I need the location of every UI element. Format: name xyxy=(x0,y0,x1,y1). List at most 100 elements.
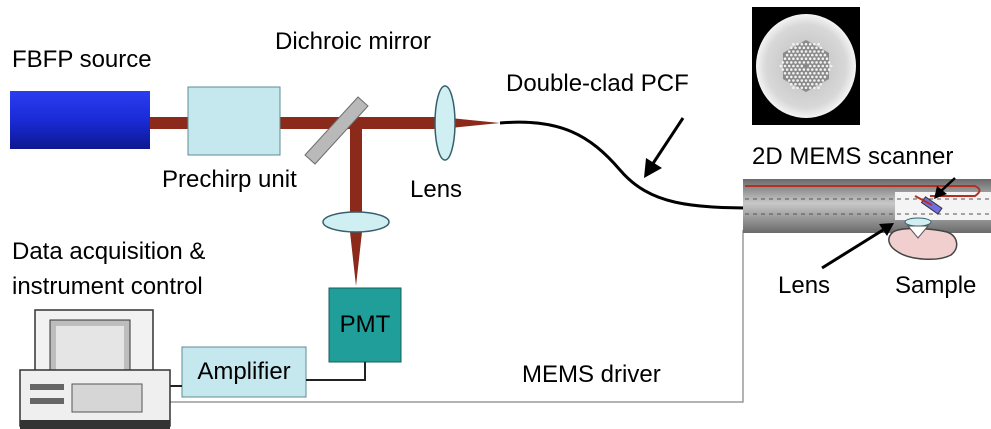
fbfp-source xyxy=(10,91,150,149)
air-hole xyxy=(796,72,799,75)
air-hole xyxy=(817,57,820,60)
air-hole xyxy=(802,68,806,71)
label-probe-lens: Lens xyxy=(778,272,831,299)
air-hole xyxy=(802,75,806,79)
air-hole xyxy=(796,57,799,60)
mems-driver-wire xyxy=(150,230,744,403)
air-hole xyxy=(819,61,822,64)
air-hole xyxy=(815,82,818,86)
air-hole xyxy=(811,68,814,71)
air-hole xyxy=(815,53,818,57)
air-hole xyxy=(817,64,820,68)
air-hole xyxy=(825,72,829,75)
air-hole xyxy=(792,42,795,46)
air-hole xyxy=(819,46,822,50)
pmt-amp-wire xyxy=(306,362,366,381)
fiber-pointer-head xyxy=(644,158,662,178)
air-hole xyxy=(813,86,816,90)
air-hole xyxy=(821,64,825,68)
air-hole xyxy=(813,57,816,60)
air-hole xyxy=(792,86,795,90)
air-hole xyxy=(804,57,808,60)
air-hole xyxy=(806,46,810,50)
air-hole xyxy=(800,86,804,90)
label-mems-driver: MEMS driver xyxy=(522,361,661,388)
air-hole xyxy=(790,61,793,64)
air-hole xyxy=(785,61,789,64)
air-hole xyxy=(817,50,820,53)
air-hole xyxy=(815,68,818,71)
air-hole xyxy=(787,64,791,68)
fiber-air-holes xyxy=(779,42,833,90)
air-hole xyxy=(819,82,822,86)
air-hole xyxy=(815,46,818,50)
air-hole xyxy=(796,50,799,53)
sample-tissue xyxy=(888,227,958,260)
air-hole xyxy=(787,50,791,53)
air-hole xyxy=(794,61,797,64)
air-hole xyxy=(798,75,801,79)
air-hole xyxy=(821,79,825,82)
air-hole xyxy=(798,61,801,64)
air-hole xyxy=(819,53,822,57)
air-hole xyxy=(794,82,797,86)
air-hole xyxy=(806,61,810,64)
air-hole xyxy=(792,50,795,53)
air-hole xyxy=(781,68,785,71)
fiber-core-hex xyxy=(783,40,829,92)
air-hole xyxy=(802,61,806,64)
air-hole xyxy=(821,50,825,53)
air-hole xyxy=(800,57,804,60)
air-hole xyxy=(798,53,801,57)
air-hole xyxy=(796,86,799,90)
lens-pointer-line xyxy=(821,228,884,270)
air-hole xyxy=(804,72,808,75)
air-hole xyxy=(787,72,791,75)
air-hole xyxy=(823,68,827,71)
probe-beam-loop xyxy=(745,185,981,197)
mems-mirror-beam xyxy=(914,195,933,206)
air-hole xyxy=(806,68,810,71)
air-hole xyxy=(804,42,808,46)
air-hole xyxy=(794,68,797,71)
air-hole xyxy=(790,53,793,57)
air-hole xyxy=(821,57,825,60)
air-hole xyxy=(808,72,812,75)
air-hole xyxy=(808,79,812,82)
air-hole xyxy=(783,64,787,68)
computer-icon xyxy=(19,309,171,429)
air-hole xyxy=(796,79,799,82)
air-hole xyxy=(811,82,814,86)
air-hole xyxy=(800,72,804,75)
air-hole xyxy=(813,50,816,53)
air-hole xyxy=(794,75,797,79)
air-hole xyxy=(806,75,810,79)
air-hole xyxy=(811,61,814,64)
label-fbfp-source: FBFP source xyxy=(12,46,152,73)
air-hole xyxy=(802,46,806,50)
air-hole xyxy=(808,57,812,60)
fiber-pointer-line xyxy=(650,117,685,166)
air-hole xyxy=(792,64,795,68)
air-hole xyxy=(790,75,793,79)
air-hole xyxy=(800,64,804,68)
air-hole xyxy=(798,82,801,86)
lens-pointer-head xyxy=(879,223,894,236)
probe-lens xyxy=(904,217,932,227)
amplifier-box xyxy=(181,346,307,398)
air-hole xyxy=(813,79,816,82)
air-hole xyxy=(794,53,797,57)
air-hole xyxy=(785,53,789,57)
air-hole xyxy=(785,68,789,71)
air-hole xyxy=(827,68,831,71)
air-hole xyxy=(808,86,812,90)
air-hole xyxy=(806,53,810,57)
air-hole xyxy=(817,79,820,82)
double-clad-pcf xyxy=(499,120,890,210)
prechirp-unit-box xyxy=(187,86,281,156)
air-hole xyxy=(804,50,808,53)
air-hole xyxy=(823,75,827,79)
label-instrument-control: instrument control xyxy=(12,273,203,300)
label-double-clad-pcf: Double-clad PCF xyxy=(506,70,689,97)
